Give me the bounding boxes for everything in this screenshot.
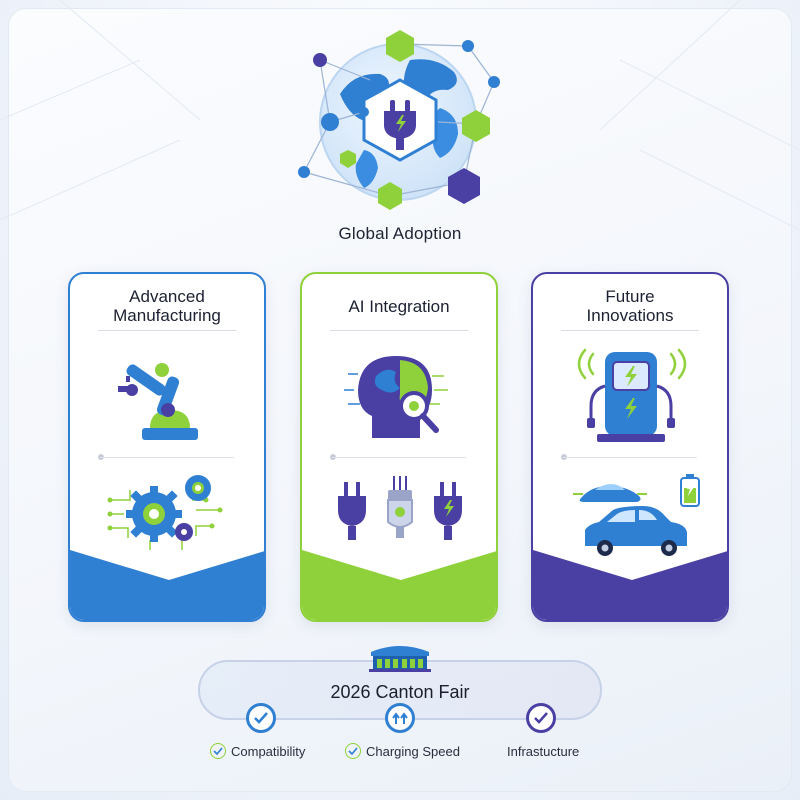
feature-infrastructure: Infrastucture	[507, 742, 579, 760]
check-icon	[210, 743, 226, 759]
feature-label: Compatibility	[231, 743, 306, 759]
card-divider	[100, 457, 234, 458]
check-icon	[534, 712, 548, 724]
feature-compatibility: Compatibility	[210, 742, 305, 760]
card-chevron-band	[70, 550, 264, 620]
card-ai-integration[interactable]: AI Integration	[300, 272, 498, 622]
gears-circuit-icon	[107, 475, 223, 550]
charging-station-icon	[577, 348, 687, 442]
robot-arm-icon	[118, 363, 198, 440]
page-title: Global Adoption	[338, 224, 462, 243]
plug-set-icon	[338, 476, 462, 540]
card-chevron-band	[302, 550, 496, 620]
vehicle-icon	[573, 474, 700, 556]
ai-head-icon	[344, 356, 448, 438]
charging-speed-node[interactable]	[385, 703, 415, 733]
feature-label: Infrastucture	[507, 743, 580, 759]
compatibility-node[interactable]	[246, 703, 276, 733]
arrows-up-icon	[392, 712, 408, 724]
plug-icon	[384, 100, 416, 150]
card-chevron-band	[533, 550, 727, 620]
card-divider	[332, 457, 466, 458]
stadium-icon	[369, 646, 431, 672]
globe-icon	[298, 30, 500, 210]
flying-car-icon	[573, 484, 647, 502]
check-icon	[345, 743, 361, 759]
feature-label: Charging Speed	[366, 743, 460, 759]
event-title: 2026 Canton Fair	[330, 682, 470, 702]
card-divider	[563, 457, 697, 458]
infrastructure-node[interactable]	[526, 703, 556, 733]
card-divider	[330, 330, 468, 331]
battery-icon	[680, 474, 700, 507]
check-icon	[254, 712, 268, 724]
car-icon	[585, 506, 687, 556]
card-title: AI Integration	[348, 296, 450, 316]
card-divider	[98, 330, 236, 331]
card-divider	[561, 330, 699, 331]
feature-charging-speed: Charging Speed	[345, 742, 460, 760]
